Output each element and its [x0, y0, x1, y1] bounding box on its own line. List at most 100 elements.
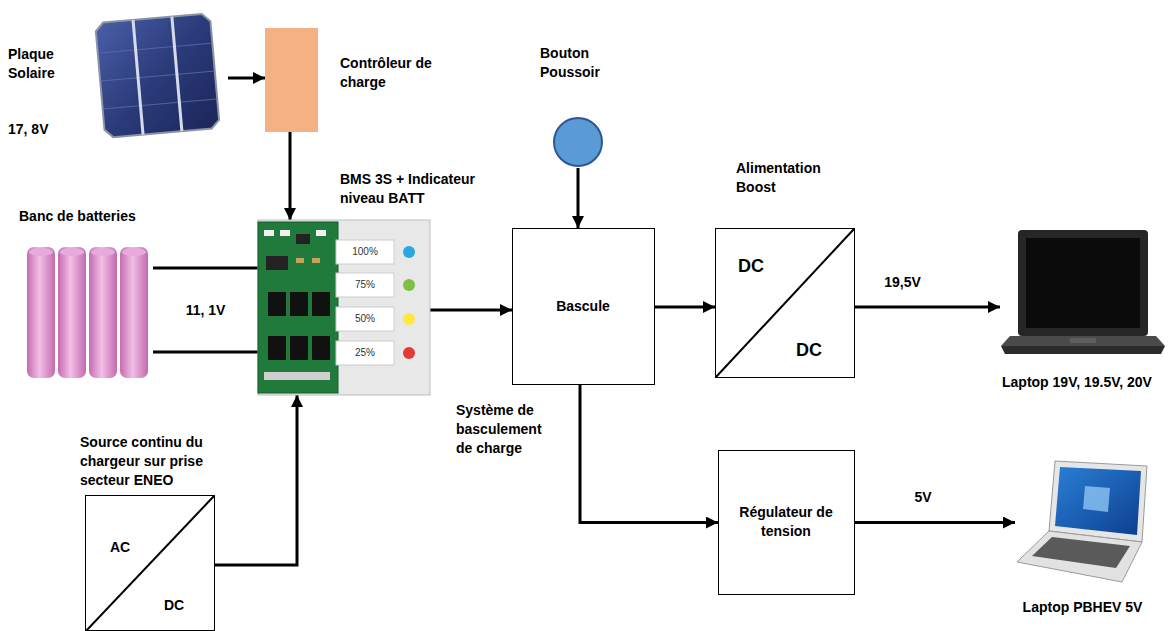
level-box [336, 273, 394, 297]
cell-finger [98, 43, 213, 53]
mosfet [268, 292, 286, 316]
smd-part [296, 258, 304, 263]
arrow-connector [153, 267, 258, 270]
screen [1055, 467, 1141, 535]
node-label: Plaque Solaire [8, 45, 80, 83]
arrow-connector [430, 309, 512, 312]
level-label: 25% [336, 341, 394, 365]
mosfet [290, 336, 308, 360]
pcb [258, 222, 338, 393]
button-shape [552, 116, 604, 168]
node-sublabel: DC [796, 339, 836, 361]
node-label: Laptop PBHEV 5V [1003, 598, 1162, 617]
push-button: Bouton Poussoir [552, 116, 604, 168]
screen-frame [1018, 230, 1148, 336]
laptop-base [1017, 531, 1142, 582]
solar-panel [95, 13, 220, 138]
screen [1026, 238, 1140, 328]
node-label: Contrôleur de charge [340, 54, 458, 92]
board-background [258, 220, 430, 395]
mosfet [290, 292, 308, 316]
battery-top [122, 248, 146, 256]
wallpaper-logo [1083, 486, 1110, 512]
ic-chip [296, 234, 310, 244]
voltage-regulator: Régulateur de tension [718, 450, 855, 595]
led-green [403, 279, 415, 291]
battery-top [60, 248, 84, 256]
boost-converter: Alimentation BoostDCDC [715, 228, 855, 378]
laptop-19v: Laptop 19V, 19.5V, 20V [1000, 228, 1165, 356]
trackpad [1070, 338, 1096, 343]
ic-chip [266, 256, 288, 270]
node-sublabel: Système de basculement de charge [456, 401, 556, 458]
arrow-connector [655, 306, 715, 309]
laptop-base [1001, 346, 1165, 354]
battery-cell [120, 247, 148, 378]
node-sublabel: AC [110, 538, 140, 557]
smd-part [264, 230, 274, 236]
node-label: BMS 3S + Indicateur niveau BATT [340, 170, 492, 208]
led-yellow [403, 313, 415, 325]
node-sublabel: DC [164, 596, 194, 615]
smd-part [312, 258, 320, 263]
arrow-connector [855, 521, 1015, 524]
node-label: Régulateur de tension [734, 503, 838, 541]
battery-cell [89, 247, 117, 378]
node-label: Source continu du chargeur sur prise sec… [80, 433, 228, 490]
solder-pad [264, 372, 330, 380]
arrow-connector [580, 385, 718, 523]
node-sublabel: DC [738, 255, 778, 277]
mosfet [312, 292, 330, 316]
cell-finger [103, 99, 218, 109]
solar-cell [95, 13, 220, 138]
node-label: Bascule [523, 297, 643, 316]
level-label: 75% [336, 273, 394, 297]
keyboard [1032, 537, 1130, 568]
arrow-connector [289, 132, 292, 220]
level-box [336, 307, 394, 331]
button-circle [554, 118, 602, 166]
smd-part [280, 230, 290, 236]
laptop-base [1001, 336, 1165, 346]
laptop-white [1017, 461, 1147, 582]
edge-label: 5V [911, 488, 934, 506]
screen-frame [1049, 461, 1147, 542]
node-label: Banc de batteries [19, 207, 189, 226]
switch-box: BasculeSystème de basculement de charge [512, 228, 655, 385]
battery-top [29, 248, 53, 256]
mosfet [268, 336, 286, 360]
bms-board: BMS 3S + Indicateur niveau BATT [258, 220, 430, 395]
laptop-dark [1001, 230, 1165, 354]
level-label: 100% [336, 240, 394, 264]
battery-bank: Banc de batteries [25, 245, 153, 380]
cell-finger [100, 71, 215, 81]
node-sublabel: 17, 8V [8, 120, 80, 139]
smd-part [316, 230, 326, 236]
battery-cell [27, 247, 55, 378]
converter-diagonal [716, 229, 854, 377]
battery-top [91, 248, 115, 256]
charge-controller: Contrôleur de charge [265, 28, 318, 132]
node-label: Bouton Poussoir [540, 44, 618, 82]
arrow-connector [577, 168, 580, 228]
converter-diagonal [86, 496, 214, 631]
bms-board [258, 220, 430, 395]
arrow-connector [228, 77, 265, 80]
level-box [336, 240, 394, 264]
mosfet [312, 336, 330, 360]
led-blue [403, 246, 415, 258]
ac-dc-charger: Source continu du chargeur sur prise sec… [85, 495, 215, 631]
edge-label: 19,5V [881, 273, 924, 291]
arrow-connector [855, 306, 1000, 309]
level-label: 50% [336, 307, 394, 331]
arrow-connector [153, 351, 258, 354]
solar-panel: Plaque Solaire17, 8V [90, 5, 228, 153]
node-label: Laptop 19V, 19.5V, 20V [988, 373, 1166, 392]
laptop-5v: Laptop PBHEV 5V [1015, 458, 1150, 583]
busbar [172, 17, 182, 132]
arrow-connector [215, 395, 297, 565]
level-box [336, 341, 394, 365]
battery-bank [27, 247, 148, 378]
